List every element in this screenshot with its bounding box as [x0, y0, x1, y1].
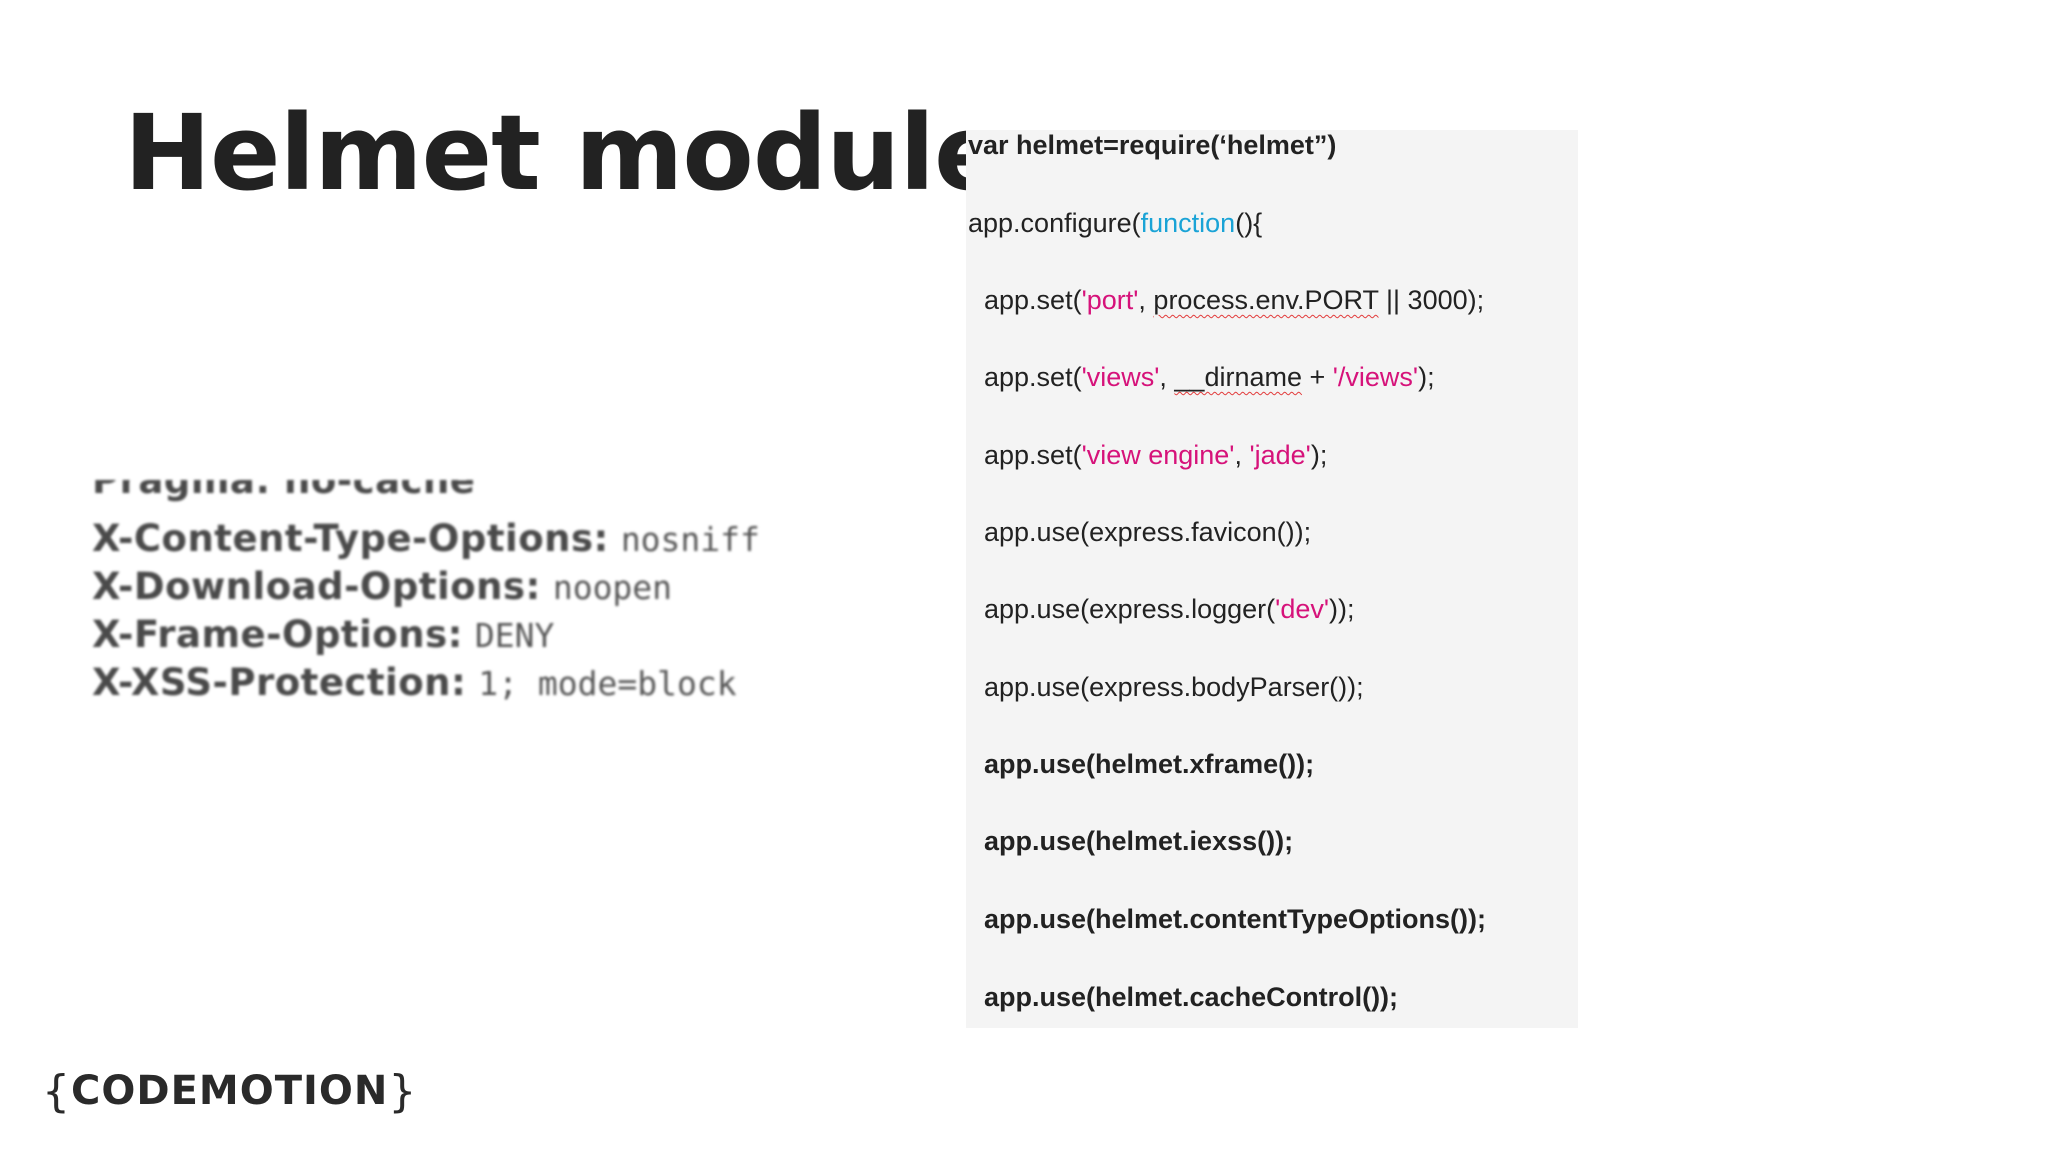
code-text: (){	[1235, 208, 1263, 238]
code-text: app.set(	[984, 285, 1082, 315]
header-value: nosniff	[620, 520, 760, 559]
code-string: 'dev'	[1275, 594, 1330, 624]
code-line-4: app.set('views', __dirname + '/views');	[984, 364, 1435, 391]
logo-close-brace: }	[388, 1065, 418, 1117]
code-text: || 3000);	[1378, 285, 1485, 315]
code-text: app.configure(	[968, 208, 1141, 238]
code-line-9: app.use(helmet.xframe());	[984, 749, 1315, 779]
code-text: ,	[1159, 362, 1175, 392]
code-string: 'port'	[1081, 285, 1139, 315]
code-string: '/views'	[1332, 362, 1419, 392]
header-line: X-XSS-Protection: 1; mode=block	[92, 664, 737, 701]
header-key: X-XSS-Protection:	[92, 661, 467, 704]
code-text: app.set(	[984, 440, 1082, 470]
code-line-10: app.use(helmet.iexss());	[984, 826, 1294, 856]
header-key: X-Download-Options:	[92, 565, 541, 608]
code-line-12: app.use(helmet.cacheControl());	[984, 982, 1399, 1012]
code-text: app.set(	[984, 362, 1082, 392]
code-keyword: function	[1140, 208, 1236, 238]
code-line-5: app.set('view engine', 'jade');	[984, 442, 1327, 469]
code-text: ,	[1234, 440, 1250, 470]
code-text: ,	[1138, 285, 1154, 315]
header-line: X-Content-Type-Options: nosniff	[92, 520, 760, 557]
code-text: );	[1310, 440, 1328, 470]
code-line-1: var helmet=require(‘helmet”)	[968, 130, 1337, 160]
code-line-8: app.use(express.bodyParser());	[984, 672, 1364, 702]
header-line: X-Frame-Options: DENY	[92, 616, 554, 653]
code-string: 'view engine'	[1081, 440, 1235, 470]
code-line-11: app.use(helmet.contentTypeOptions());	[984, 904, 1487, 934]
code-line-3: app.set('port', process.env.PORT || 3000…	[984, 287, 1484, 314]
codemotion-logo: {CODEMOTION}	[42, 1065, 418, 1117]
header-value: DENY	[474, 616, 555, 655]
code-text: ));	[1329, 594, 1355, 624]
code-spellcheck-text: __dirname	[1174, 362, 1302, 392]
header-key: X-Frame-Options:	[92, 613, 463, 656]
code-line-7: app.use(express.logger('dev'));	[984, 596, 1355, 623]
code-text: );	[1418, 362, 1435, 392]
slide-title: Helmet module	[124, 92, 1005, 214]
http-headers-screenshot: Pragma: no-cache X-Content-Type-Options:…	[88, 480, 768, 720]
code-line-6: app.use(express.favicon());	[984, 517, 1312, 547]
header-value: 1; mode=block	[478, 664, 737, 703]
code-line-2: app.configure(function(){	[968, 210, 1262, 237]
header-line-cut: Pragma: no-cache	[92, 480, 475, 499]
code-spellcheck-text: process.env.PORT	[1153, 285, 1379, 315]
code-text: app.use(express.logger(	[984, 594, 1276, 624]
logo-open-brace: {	[42, 1065, 71, 1117]
header-cut-text: Pragma: no-cache	[92, 480, 476, 502]
logo-wordmark: CODEMOTION	[71, 1068, 389, 1114]
code-panel: var helmet=require(‘helmet”) app.configu…	[966, 130, 1578, 1028]
code-string: 'jade'	[1249, 440, 1311, 470]
code-string: 'views'	[1081, 362, 1160, 392]
header-value: noopen	[552, 568, 673, 607]
header-line: X-Download-Options: noopen	[92, 568, 672, 605]
header-key: X-Content-Type-Options:	[92, 517, 609, 560]
code-text: +	[1301, 362, 1333, 392]
